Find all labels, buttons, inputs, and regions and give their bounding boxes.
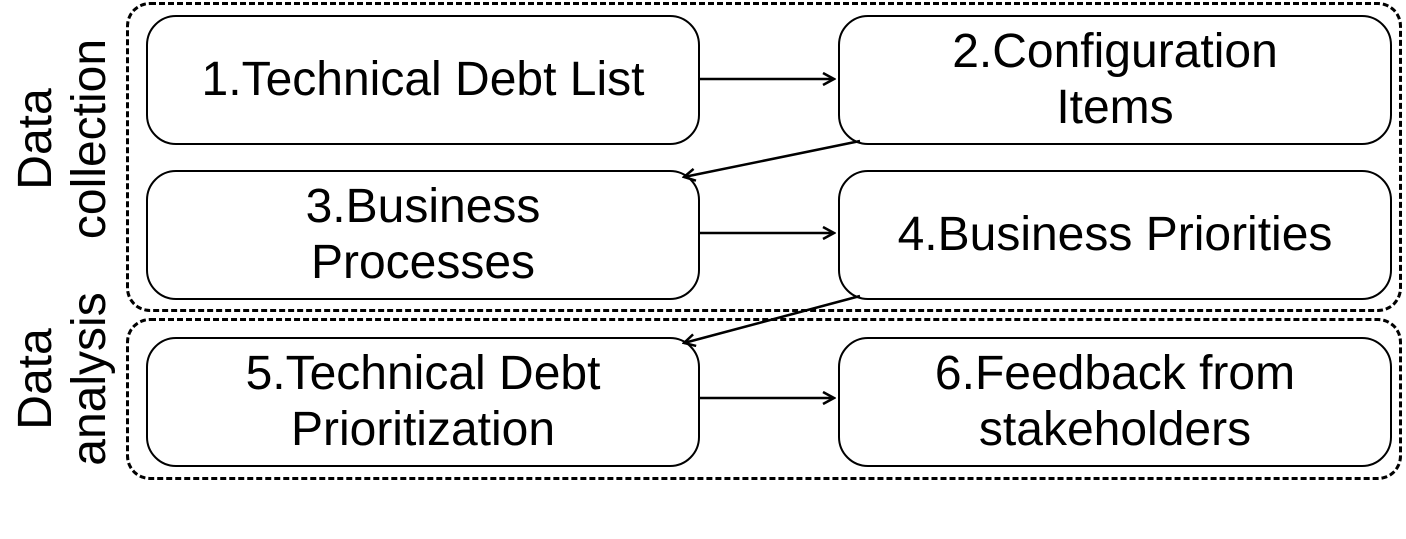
step-2-configuration-items: 2.Configuration Items — [838, 15, 1392, 145]
step-3-line-1: 3.Business — [305, 180, 541, 233]
step-6-line-1: 6.Feedback from — [934, 347, 1296, 400]
step-3-business-processes: 3.Business Processes — [146, 170, 700, 300]
process-diagram: Data collection Data analysis 1.Technica… — [9, 2, 1402, 480]
step-3-line-2: Processes — [310, 236, 536, 289]
data-collection-label-line1: Data — [9, 88, 62, 190]
step-4-line-1: 4.Business Priorities — [897, 208, 1333, 261]
step-2-line-2: Items — [1056, 81, 1174, 134]
step-5-line-2: Prioritization — [290, 403, 556, 456]
data-analysis-label-line1: Data — [9, 328, 62, 430]
data-analysis-label-line2: analysis — [63, 292, 116, 466]
data-collection-label-line2: collection — [63, 38, 116, 240]
step-6-line-2: stakeholders — [978, 403, 1252, 456]
step-1-line-1: 1.Technical Debt List — [201, 53, 645, 106]
step-5-line-1: 5.Technical Debt — [245, 347, 601, 400]
step-6-feedback-from-stakeholders: 6.Feedback from stakeholders — [838, 337, 1392, 467]
step-2-line-1: 2.Configuration — [952, 25, 1278, 78]
step-1-technical-debt-list: 1.Technical Debt List — [146, 15, 700, 145]
data-analysis-label: Data analysis — [3, 219, 123, 539]
step-5-technical-debt-prioritization: 5.Technical Debt Prioritization — [146, 337, 700, 467]
step-4-business-priorities: 4.Business Priorities — [838, 170, 1392, 300]
